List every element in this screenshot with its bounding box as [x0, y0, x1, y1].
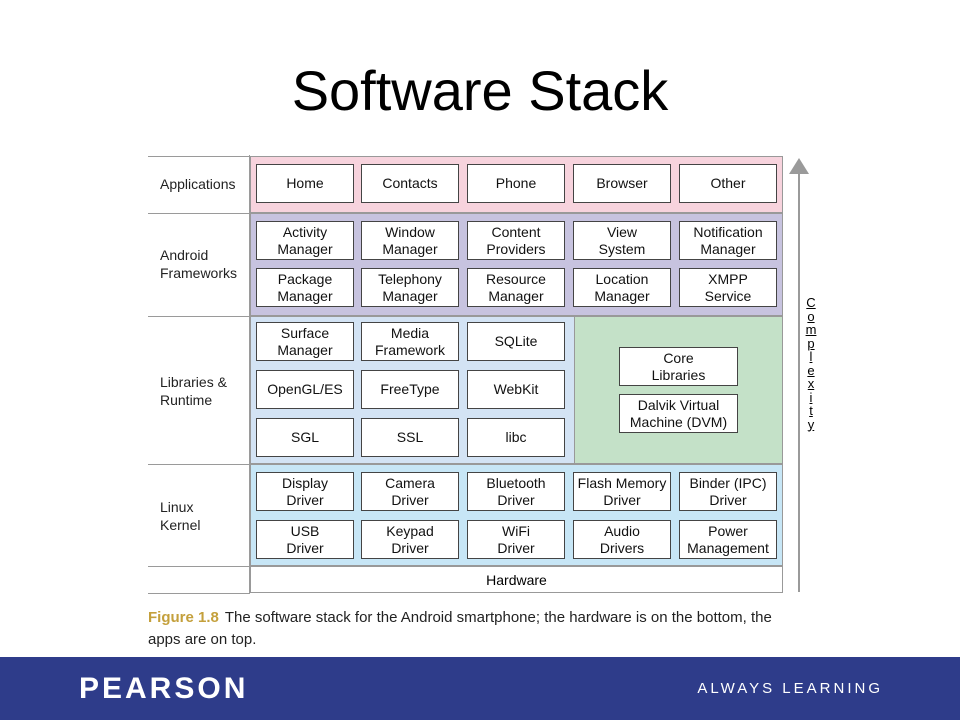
- box-telephony-manager: Telephony Manager: [361, 268, 459, 307]
- box-notification-manager: Notification Manager: [679, 221, 777, 260]
- figure-caption-text: The software stack for the Android smart…: [148, 609, 772, 648]
- box-other: Other: [679, 164, 777, 203]
- box-content-providers: Content Providers: [467, 221, 565, 260]
- box-ssl: SSL: [361, 418, 459, 457]
- box-bluetooth-driver: Bluetooth Driver: [467, 472, 565, 511]
- box-freetype: FreeType: [361, 370, 459, 409]
- complexity-arrow-head-icon: [789, 158, 809, 174]
- runtime-band: [574, 316, 783, 464]
- box-opengl-es: OpenGL/ES: [256, 370, 354, 409]
- figure-number: Figure 1.8: [148, 609, 219, 626]
- divider: [148, 213, 250, 214]
- box-browser: Browser: [573, 164, 671, 203]
- box-media-framework: Media Framework: [361, 322, 459, 361]
- box-contacts: Contacts: [361, 164, 459, 203]
- box-activity-manager: Activity Manager: [256, 221, 354, 260]
- box-flash-memory-driver: Flash Memory Driver: [573, 472, 671, 511]
- box-sgl: SGL: [256, 418, 354, 457]
- box-libc: libc: [467, 418, 565, 457]
- box-binder-ipc-driver: Binder (IPC) Driver: [679, 472, 777, 511]
- box-surface-manager: Surface Manager: [256, 322, 354, 361]
- box-camera-driver: Camera Driver: [361, 472, 459, 511]
- complexity-arrow-shaft: [798, 172, 800, 592]
- box-power-management: Power Management: [679, 520, 777, 559]
- box-home: Home: [256, 164, 354, 203]
- complexity-axis-label: C o m p l e x i t y: [802, 296, 820, 431]
- box-webkit: WebKit: [467, 370, 565, 409]
- divider: [148, 316, 250, 317]
- box-keypad-driver: Keypad Driver: [361, 520, 459, 559]
- box-phone: Phone: [467, 164, 565, 203]
- layer-label-android-frameworks: Android Frameworks: [160, 247, 238, 281]
- footer-tagline: ALWAYS LEARNING: [697, 680, 883, 697]
- hardware-band: [250, 566, 783, 593]
- layer-label-libraries-runtime: Libraries & Runtime: [160, 374, 227, 408]
- divider: [148, 156, 250, 157]
- box-xmpp-service: XMPP Service: [679, 268, 777, 307]
- divider: [148, 464, 250, 465]
- box-resource-manager: Resource Manager: [467, 268, 565, 307]
- divider: [148, 566, 250, 567]
- box-sqlite: SQLite: [467, 322, 565, 361]
- hardware-label: Hardware: [486, 571, 547, 588]
- box-view-system: View System: [573, 221, 671, 260]
- box-usb-driver: USB Driver: [256, 520, 354, 559]
- footer-bar: PEARSON ALWAYS LEARNING: [0, 657, 960, 720]
- box-window-manager: Window Manager: [361, 221, 459, 260]
- box-core-libraries: Core Libraries: [619, 347, 738, 386]
- box-audio-drivers: Audio Drivers: [573, 520, 671, 559]
- box-wifi-driver: WiFi Driver: [467, 520, 565, 559]
- box-location-manager: Location Manager: [573, 268, 671, 307]
- divider: [148, 593, 250, 594]
- layer-label-applications: Applications: [160, 176, 236, 192]
- slide-title: Software Stack: [291, 59, 669, 122]
- divider: [249, 155, 250, 593]
- pearson-logo: PEARSON: [79, 672, 249, 705]
- box-package-manager: Package Manager: [256, 268, 354, 307]
- layer-label-linux-kernel: Linux Kernel: [160, 499, 201, 533]
- box-display-driver: Display Driver: [256, 472, 354, 511]
- box-dalvik-vm: Dalvik Virtual Machine (DVM): [619, 394, 738, 433]
